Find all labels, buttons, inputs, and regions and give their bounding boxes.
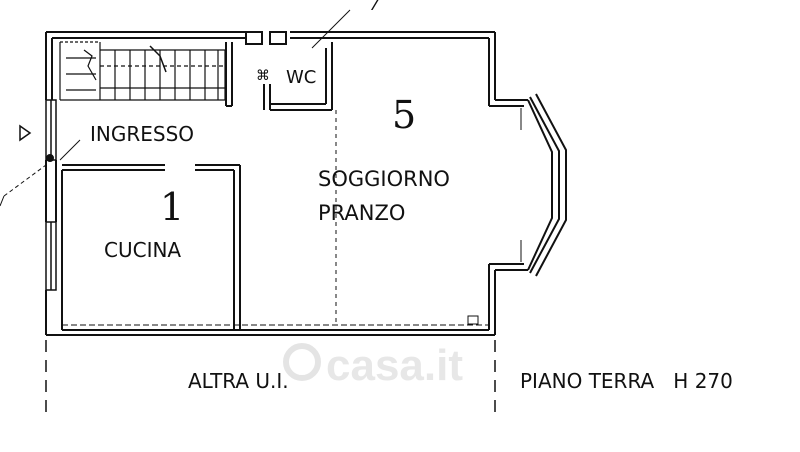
- room-label-wc-number: 7: [368, 0, 382, 16]
- watermark: casa.it: [283, 341, 463, 390]
- entrance-arrow-icon: [19, 124, 32, 142]
- outer-walls: [45, 31, 528, 336]
- interior-walls: [46, 31, 333, 330]
- room-label-cucina: CUCINA: [104, 238, 181, 262]
- room-label-ingresso: INGRESSO: [90, 122, 194, 146]
- corner-marker: [467, 315, 479, 325]
- staircase: [59, 41, 226, 101]
- floor-info-label: PIANO TERRA H 270: [520, 369, 733, 393]
- watermark-logo-icon: [283, 343, 321, 381]
- watermark-text: casa.it: [326, 341, 463, 390]
- wc-fixture-icon: ⌘: [256, 68, 270, 84]
- room-label-cucina-number: 1: [160, 185, 184, 229]
- room-label-soggiorno: SOGGIORNO: [318, 167, 450, 191]
- bay-window: [520, 93, 567, 277]
- room-label-pranzo: PRANZO: [318, 201, 405, 225]
- left-windows: [45, 99, 57, 291]
- other-unit-label: ALTRA U.I.: [188, 369, 289, 393]
- room-label-wc: WC: [286, 67, 316, 88]
- leader-lines: [0, 9, 351, 207]
- lower-boundary: [45, 340, 496, 420]
- room-label-soggiorno-number: 5: [392, 93, 416, 137]
